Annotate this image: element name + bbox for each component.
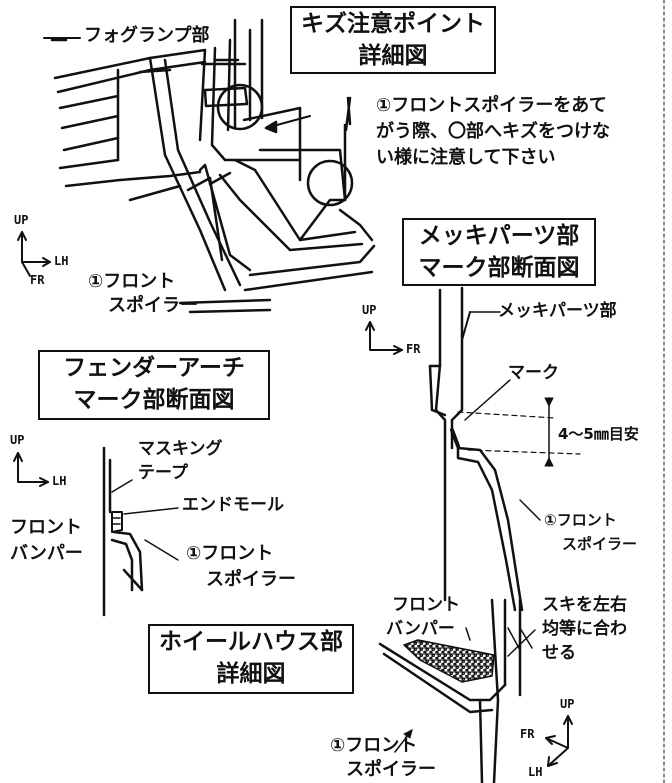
axis-bottom-fr: FR bbox=[520, 727, 535, 741]
axis-fender-up: UP bbox=[10, 433, 25, 447]
label-front-spoiler-mid-1: ①フロント bbox=[544, 511, 617, 529]
title-scratch-detail: キズ注意ポイント 詳細図 bbox=[290, 6, 496, 74]
wheelhouse-drawing bbox=[378, 598, 536, 783]
title-plating-section: メッキパーツ部 マーク部断面図 bbox=[402, 218, 596, 286]
label-front-spoiler-bottom-1: ①フロント bbox=[330, 735, 418, 756]
label-front-spoiler-bottom-2: スポイラー bbox=[346, 759, 436, 780]
caution-note-line3: い様に注意して下さい bbox=[376, 147, 556, 168]
title-wheelhouse-line2: 詳細図 bbox=[216, 661, 286, 687]
label-mark: マーク bbox=[508, 363, 559, 383]
label-front-spoiler-left-2: スポイラー bbox=[206, 569, 296, 590]
title-plating-line1: メッキパーツ部 bbox=[418, 223, 580, 249]
title-plating-line2: マーク部断面図 bbox=[418, 255, 580, 281]
title-wheelhouse-detail: ホイールハウス部 詳細図 bbox=[148, 624, 354, 694]
axis-fender bbox=[13, 452, 49, 487]
axis-bottom-up: UP bbox=[560, 697, 575, 711]
axis-top-left-up: UP bbox=[14, 213, 29, 227]
title-scratch-line2: 詳細図 bbox=[358, 43, 428, 69]
fender-section-drawing bbox=[102, 446, 179, 617]
axis-bottom-right bbox=[545, 715, 573, 767]
label-masking-tape-2: テープ bbox=[138, 463, 188, 483]
label-front-bumper-bottom-1: フロント bbox=[392, 595, 460, 615]
label-front-spoiler-top-1: ①フロント bbox=[88, 271, 176, 292]
axis-top-left-fr: FR bbox=[30, 273, 45, 287]
title-scratch-line1: キズ注意ポイント bbox=[301, 11, 485, 37]
axis-top-left bbox=[17, 231, 51, 277]
car-front-drawing bbox=[43, 18, 376, 314]
label-front-spoiler-mid-2: スポイラー bbox=[562, 535, 638, 553]
label-front-bumper-left-2: バンパー bbox=[10, 543, 83, 564]
label-front-spoiler-top-2: スポイラー bbox=[108, 295, 198, 316]
axis-fender-lh: LH bbox=[52, 474, 67, 488]
gap-note-line3: せる bbox=[542, 643, 576, 663]
caution-note-line1: ①フロントスポイラーをあて bbox=[376, 95, 607, 116]
label-front-spoiler-left-1: ①フロント bbox=[186, 543, 274, 564]
label-plating-part: メッキパーツ部 bbox=[498, 301, 617, 321]
label-dimension: 4～5㎜目安 bbox=[558, 425, 639, 443]
label-masking-tape-1: マスキング bbox=[138, 439, 223, 459]
label-end-mold: エンドモール bbox=[182, 495, 284, 515]
axis-plating bbox=[365, 321, 403, 355]
label-fog-lamp: フォグランプ部 bbox=[84, 25, 210, 46]
axis-bottom-lh: LH bbox=[528, 765, 543, 779]
axis-plating-up: UP bbox=[362, 303, 377, 317]
caution-note-line2: がう際、〇部へキズをつけな bbox=[376, 121, 610, 142]
plating-section-drawing bbox=[428, 286, 581, 612]
gap-note-line2: 均等に合わ bbox=[542, 619, 627, 639]
title-fender-line1: フェンダーアーチ bbox=[63, 355, 245, 381]
axis-plating-fr: FR bbox=[406, 342, 421, 356]
title-fender-line2: マーク部断面図 bbox=[73, 387, 235, 413]
title-fender-section: フェンダーアーチ マーク部断面図 bbox=[38, 350, 270, 420]
label-front-bumper-left-1: フロント bbox=[10, 517, 82, 538]
title-wheelhouse-line1: ホイールハウス部 bbox=[159, 629, 343, 655]
gap-note-line1: スキを左右 bbox=[542, 595, 627, 615]
label-front-bumper-bottom-2: バンパー bbox=[386, 619, 455, 639]
axis-top-left-lh: LH bbox=[54, 254, 69, 268]
